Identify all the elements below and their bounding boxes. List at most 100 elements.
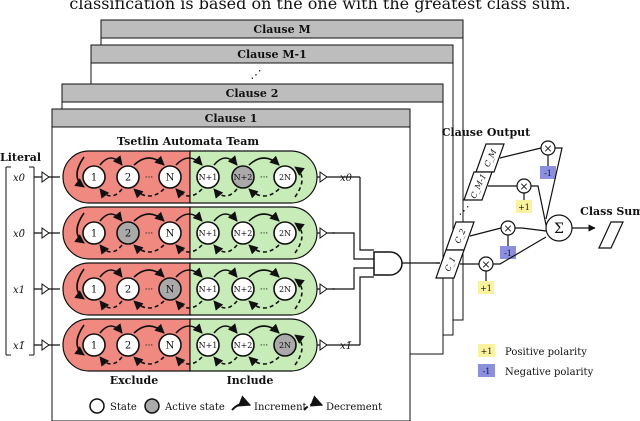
state-label: N+1 [199, 341, 218, 350]
row-output-arrow [319, 171, 328, 183]
row-output-arrow [319, 283, 328, 295]
clause-title-1: Clause 1 [205, 112, 258, 125]
state-label: 1 [91, 285, 97, 296]
active-state-node [116, 221, 140, 245]
literal-input-label: x0 [13, 173, 26, 184]
class-sum-label: Class Sum [580, 205, 640, 218]
polarity-value: -1 [544, 169, 552, 178]
state-node [196, 277, 220, 301]
clause-title-m: Clause M [253, 23, 310, 36]
state-label: 2 [125, 229, 131, 240]
state-node [231, 333, 255, 357]
legend-positive-text: Positive polarity [505, 347, 587, 358]
multiply-symbol: × [543, 142, 552, 155]
clause-output-box [435, 249, 465, 279]
transition-arrows [74, 211, 305, 255]
literal-input-arrow [41, 283, 50, 295]
state-node [116, 333, 140, 357]
legend-increment-text: Increment [254, 402, 307, 413]
polarity-value: +1 [480, 284, 492, 293]
legend-increment-arrow [231, 395, 252, 411]
row-output-wiring [332, 176, 374, 346]
active-state-node [231, 165, 255, 189]
state-label: 2N [279, 341, 291, 350]
state-node [231, 221, 255, 245]
state-label: N [166, 229, 175, 240]
state-node [158, 221, 182, 245]
literal-label: Literal [0, 151, 41, 164]
state-node [196, 165, 220, 189]
clause-output-box [463, 171, 493, 201]
clause-title-m-1: Clause M-1 [237, 48, 306, 61]
state-label: 2 [125, 173, 131, 184]
state-dots: ··· [260, 285, 269, 295]
exclude-label: Exclude [110, 374, 159, 387]
team-title: Tsetlin Automata Team [117, 135, 259, 148]
sum-symbol: Σ [554, 221, 564, 237]
transition-arrows [74, 323, 305, 367]
clause-output-vdots: ⋰ [459, 204, 470, 217]
state-node [196, 333, 220, 357]
legend-negative-badge-text: -1 [483, 367, 491, 376]
literal-input-arrow [41, 339, 50, 351]
state-label: N+1 [199, 229, 218, 238]
legend-decrement-arrow [303, 395, 324, 411]
state-label: N [166, 173, 175, 184]
state-dots: ··· [260, 173, 269, 183]
literal-input-label: x1̄ [13, 341, 25, 352]
state-node [82, 277, 106, 301]
state-label: N+2 [234, 229, 253, 238]
state-label: 1 [91, 341, 97, 352]
state-label: N [166, 341, 175, 352]
legend-negative-badge [478, 364, 495, 377]
transition-arrows [74, 267, 305, 311]
positive-polarity-badge [478, 281, 494, 294]
clause-output-label: Clause Output [442, 126, 531, 139]
literal-input-label: x0̄ [13, 229, 26, 240]
active-state-node [158, 277, 182, 301]
state-node [82, 221, 106, 245]
clause-output: C_M-1×+1 [463, 171, 547, 226]
multiply-symbol: × [503, 222, 512, 235]
state-dots: ··· [260, 341, 269, 351]
clause-output: C_M×-1 [475, 140, 563, 220]
and-gate [373, 251, 403, 276]
negative-polarity-badge [500, 246, 516, 259]
state-node [116, 165, 140, 189]
legend-active-circle [144, 398, 160, 414]
legend-state-circle [89, 398, 105, 414]
state-label: N+2 [234, 173, 253, 182]
row-output-label: x0 [340, 173, 353, 184]
legend-state-text: State [110, 402, 137, 413]
state-label: 2 [125, 341, 131, 352]
state-node [158, 165, 182, 189]
transition-arrows [74, 155, 305, 199]
literal-input-label: x1 [13, 285, 25, 296]
multiply-symbol: × [481, 258, 490, 271]
active-state-node [273, 333, 297, 357]
state-node [116, 277, 140, 301]
state-dots: ··· [145, 229, 154, 239]
state-label: N+2 [234, 341, 253, 350]
positive-polarity-badge [516, 200, 532, 213]
legend-positive-badge [478, 344, 495, 357]
multiply-symbol: × [519, 180, 528, 193]
state-dots: ··· [145, 341, 154, 351]
state-node [273, 221, 297, 245]
state-node [231, 277, 255, 301]
state-label: 2N [279, 285, 291, 294]
state-node [273, 165, 297, 189]
state-label: N+1 [199, 285, 218, 294]
literal-input-arrow [41, 171, 50, 183]
legend-active-text: Active state [164, 402, 225, 413]
row-output-label: x1̄ [340, 341, 352, 352]
state-dots: ··· [260, 229, 269, 239]
row-output-arrow [319, 227, 328, 239]
state-label: 2N [279, 229, 291, 238]
negative-polarity-badge [540, 166, 556, 179]
top-caption: classification is based on the one with … [69, 0, 570, 13]
